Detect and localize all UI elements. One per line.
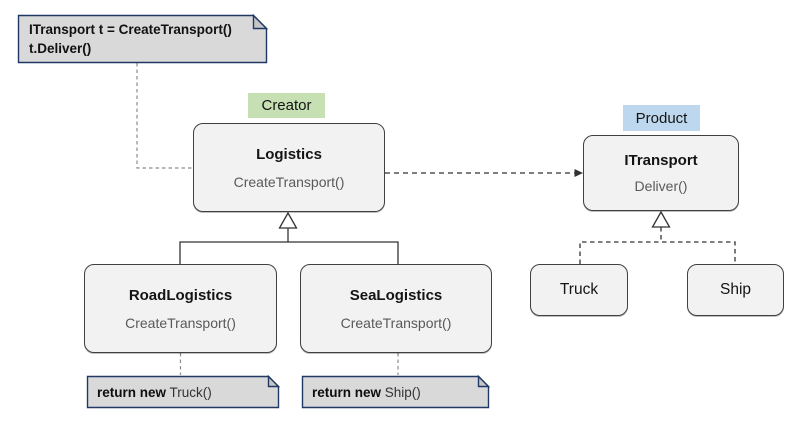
class-box-itransport: ITransport Deliver() (583, 135, 739, 211)
class-box-logistics: Logistics CreateTransport() (193, 123, 385, 212)
generalization-connector (179, 211, 399, 264)
realization-triangle-icon (651, 210, 671, 228)
arrowhead-icon (574, 169, 583, 177)
creator-role-label: Creator (261, 97, 312, 114)
class-method-logistics: CreateTransport() (233, 173, 345, 190)
client-code-note: ITransport t = CreateTransport() t.Deliv… (29, 20, 232, 58)
class-box-ship: Ship (687, 264, 784, 316)
class-method-sealogistics: CreateTransport() (340, 314, 452, 331)
code-note-truck: return new Truck() (97, 377, 212, 407)
product-role-tag: Product (623, 105, 700, 131)
code-note-ship: return new Ship() (312, 377, 421, 407)
class-method-itransport: Deliver() (634, 178, 688, 194)
note-fold-icon (267, 374, 281, 388)
class-box-truck: Truck (530, 264, 628, 316)
client-code-line-2: t.Deliver() (29, 41, 92, 56)
client-code-line-1: ITransport t = CreateTransport() (29, 22, 232, 37)
code-keyword: return new (97, 384, 167, 400)
creator-role-tag: Creator (248, 93, 325, 118)
class-name-sealogistics: SeaLogistics (349, 286, 443, 304)
code-expression: Ship() (381, 384, 421, 400)
class-name-truck: Truck (559, 281, 599, 298)
inheritance-triangle-icon (278, 211, 298, 229)
note-fold-icon (477, 374, 491, 388)
code-keyword: return new (312, 384, 382, 400)
dependency-arrow (385, 169, 583, 177)
product-role-label: Product (635, 109, 688, 127)
note-fold-icon (252, 13, 269, 30)
class-name-logistics: Logistics (256, 145, 322, 163)
note-to-logistics-connector (136, 63, 192, 169)
class-box-roadlogistics: RoadLogistics CreateTransport() (84, 264, 277, 353)
class-box-sealogistics: SeaLogistics CreateTransport() (300, 264, 492, 353)
realization-connector (579, 210, 736, 264)
class-name-itransport: ITransport (624, 152, 698, 169)
class-method-roadlogistics: CreateTransport() (125, 314, 236, 331)
code-expression: Truck() (166, 384, 212, 400)
class-name-ship: Ship (719, 281, 752, 298)
class-name-roadlogistics: RoadLogistics (128, 286, 233, 304)
